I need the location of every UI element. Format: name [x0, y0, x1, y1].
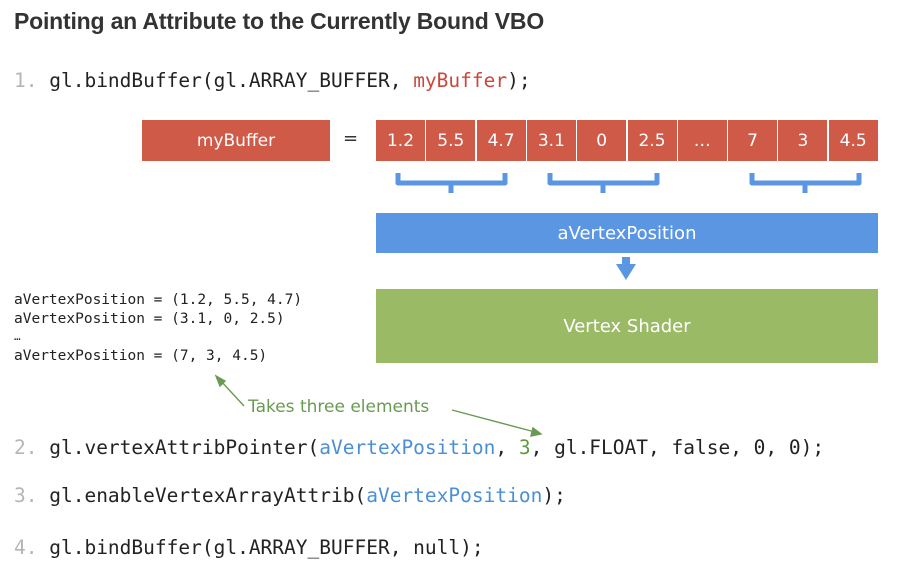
buffer-cell: 3.1	[526, 120, 576, 161]
assignment-ellipsis: …	[14, 330, 21, 343]
annotation-label: Takes three elements	[248, 397, 430, 417]
code-text: gl.bindBuffer(gl.ARRAY_BUFFER, null);	[49, 536, 484, 559]
code-text: gl.enableVertexArrayAttrib(	[49, 484, 367, 507]
buffer-cell: 5.5	[426, 120, 476, 161]
buffer-cell: 2.5	[627, 120, 677, 161]
bracket-group-3	[749, 173, 862, 193]
step-number: 4.	[14, 536, 38, 559]
code-text: );	[507, 69, 531, 92]
step-number: 1.	[14, 69, 38, 92]
code-line-4: 4. gl.bindBuffer(gl.ARRAY_BUFFER, null);	[14, 536, 484, 559]
page-title: Pointing an Attribute to the Currently B…	[14, 8, 545, 34]
buffer-cell: 3	[778, 120, 828, 161]
buffer-cell: 7	[728, 120, 778, 161]
annotation-arrow-right	[451, 409, 536, 433]
code-text: gl.vertexAttribPointer(	[49, 436, 320, 459]
buffer-arg: myBuffer	[413, 69, 508, 92]
buffer-cell: 4.5	[828, 120, 878, 161]
assignment-line: aVertexPosition = (1.2, 5.5, 4.7)	[14, 292, 303, 308]
code-text: , gl.FLOAT, false, 0, 0);	[530, 436, 825, 459]
step-number: 2.	[14, 436, 38, 459]
buffer-label-box: myBuffer	[142, 120, 330, 161]
annotation-arrow-left	[219, 379, 245, 407]
step-number: 3.	[14, 484, 38, 507]
buffer-cell: 1.2	[376, 120, 425, 161]
size-arg: 3	[518, 436, 531, 459]
code-text: ,	[495, 436, 519, 459]
buffer-cell: 4.7	[476, 120, 526, 161]
attribute-arg: aVertexPosition	[366, 484, 543, 507]
bracket-group-2	[547, 173, 660, 193]
vertex-shader-box: Vertex Shader	[376, 289, 878, 363]
attribute-box: aVertexPosition	[376, 213, 878, 253]
assignment-line: aVertexPosition = (3.1, 0, 2.5)	[14, 311, 285, 327]
down-arrow-icon	[616, 257, 636, 280]
code-text: gl.bindBuffer(gl.ARRAY_BUFFER,	[49, 69, 414, 92]
code-text: );	[542, 484, 566, 507]
buffer-cell: 0	[577, 120, 627, 161]
equals-sign: =	[343, 128, 359, 149]
code-line-2: 2. gl.vertexAttribPointer(aVertexPositio…	[14, 436, 824, 459]
code-line-3: 3. gl.enableVertexArrayAttrib(aVertexPos…	[14, 484, 566, 507]
attribute-arg: aVertexPosition	[319, 436, 496, 459]
bracket-group-1	[395, 173, 508, 193]
code-line-1: 1. gl.bindBuffer(gl.ARRAY_BUFFER, myBuff…	[14, 69, 531, 92]
assignment-line: aVertexPosition = (7, 3, 4.5)	[14, 348, 268, 364]
buffer-cell: …	[677, 120, 727, 161]
